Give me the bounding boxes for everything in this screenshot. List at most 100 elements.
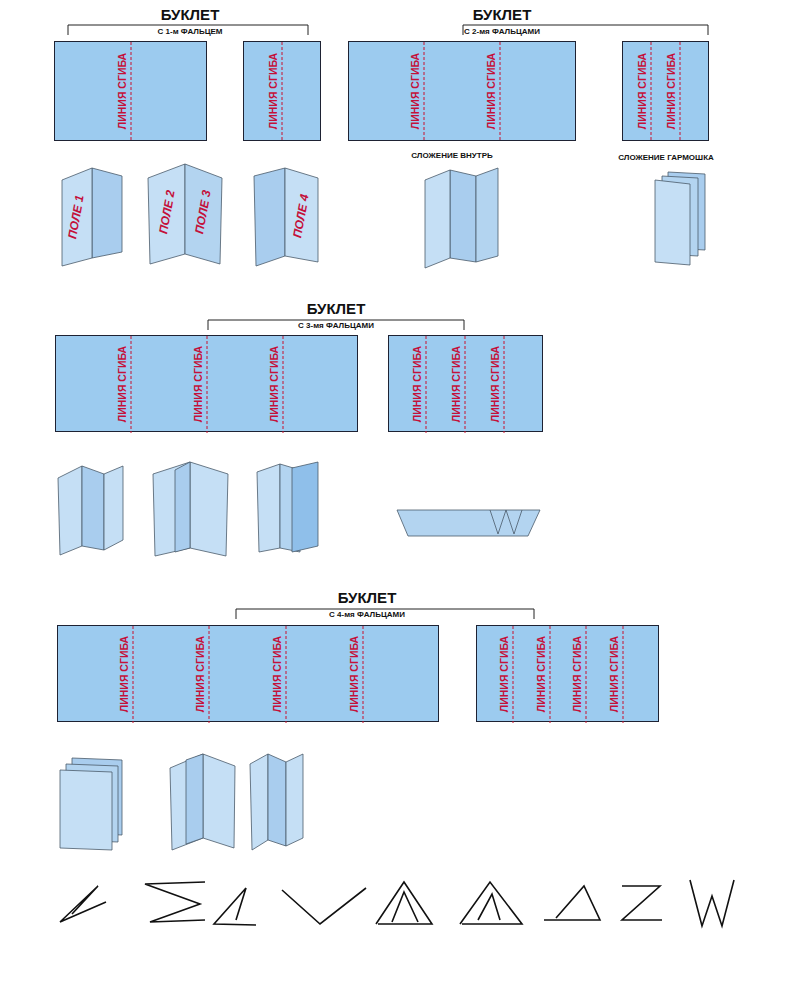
fold-line — [207, 336, 208, 433]
fold-line — [651, 42, 652, 142]
fold-line-label: ЛИНИЯ СГИБА — [451, 345, 462, 421]
folded-leaflets-three-folds-part — [257, 464, 280, 552]
fold-line — [504, 336, 505, 433]
folded-leaflets-three-folds-part — [104, 466, 123, 550]
folded-leaflets-one-fold-part — [185, 164, 222, 264]
fold-line — [500, 42, 501, 142]
folded-leaflets-three-folds-part — [82, 466, 104, 550]
fold-profile-glyphs-part — [478, 894, 500, 920]
heading-brackets-part — [68, 25, 308, 35]
fold-line — [283, 336, 284, 433]
fold-line — [426, 336, 427, 433]
fold-line-label: ЛИНИЯ СГИБА — [193, 345, 204, 421]
fold-line-label: ЛИНИЯ СГИБА — [272, 635, 283, 711]
folded-leaflets-two-folds — [425, 168, 705, 268]
folded-leaflets-four-folds-part — [186, 754, 203, 844]
fold-line — [209, 626, 210, 723]
fold-line — [131, 42, 132, 142]
folded-leaflets-four-folds-part — [250, 754, 268, 850]
folded-leaflets-four-folds-part — [286, 754, 303, 846]
fold-line — [424, 42, 425, 142]
fold-lines — [55, 42, 208, 142]
fold-lines — [244, 42, 322, 142]
folded-leaflets-four-folds-part — [170, 754, 203, 850]
fold-caption: СЛОЖЕНИЕ ГАРМОШКА — [618, 154, 714, 162]
fold-profile-glyphs-part — [214, 888, 256, 925]
fold-line-label: ЛИНИЯ СГИБА — [117, 53, 128, 129]
flat-sheet: ЛИНИЯ СГИБА ЛИНИЯ СГИБА — [622, 41, 709, 141]
fold-line-label: ЛИНИЯ СГИБА — [268, 53, 279, 129]
fold-lines — [56, 336, 359, 433]
fold-line — [363, 626, 364, 723]
folded-leaflets-two-folds-part — [655, 180, 690, 265]
fold-line — [550, 626, 551, 723]
subheading: С 2-мя ФАЛЬЦАМИ — [464, 28, 540, 36]
fold-line-label: ЛИНИЯ СГИБА — [536, 635, 547, 711]
fold-profile-glyphs-part — [544, 886, 600, 920]
folded-leaflets-one-fold-part — [62, 168, 92, 266]
fold-line-label: ЛИНИЯ СГИБА — [117, 345, 128, 421]
fold-line-label: ЛИНИЯ СГИБА — [572, 635, 583, 711]
fold-line-label: ЛИНИЯ СГИБА — [486, 53, 497, 129]
fold-line-label: ЛИНИЯ СГИБА — [269, 345, 280, 421]
folded-leaflets-one-fold-part — [285, 168, 318, 262]
fold-line-label: ЛИНИЯ СГИБА — [412, 345, 423, 421]
flat-sheet: ЛИНИЯ СГИБА ЛИНИЯ СГИБА ЛИНИЯ СГИБА — [55, 335, 358, 432]
folded-leaflets-four-folds-part — [203, 754, 235, 848]
fold-profile-glyphs-part — [690, 880, 734, 926]
fold-line — [131, 336, 132, 433]
folded-leaflets-one-fold-part — [148, 164, 185, 264]
flat-sheet: ЛИНИЯ СГИБА ЛИНИЯ СГИБА — [348, 41, 576, 141]
folded-leaflets-three-folds-part — [397, 510, 540, 536]
heading: БУКЛЕТ — [307, 301, 366, 316]
fold-profile-glyphs-part — [460, 882, 522, 924]
heading: БУКЛЕТ — [473, 7, 532, 22]
heading-brackets-part — [463, 25, 708, 35]
folded-leaflets-three-folds-part — [490, 510, 522, 534]
fold-line — [586, 626, 587, 723]
fold-line — [133, 626, 134, 723]
folded-leaflets-four-folds-part — [268, 754, 286, 846]
fold-line-label: ЛИНИЯ СГИБА — [609, 635, 620, 711]
folded-leaflets-one-fold-part — [92, 168, 122, 258]
fold-line-label: ЛИНИЯ СГИБА — [637, 53, 648, 129]
flat-sheet: ЛИНИЯ СГИБА ЛИНИЯ СГИБА ЛИНИЯ СГИБА ЛИНИЯ С… — [476, 625, 659, 722]
fold-line-label: ЛИНИЯ СГИБА — [410, 53, 421, 129]
folded-leaflets-three-folds-part — [292, 462, 318, 552]
heading-brackets-part — [236, 609, 534, 619]
folded-leaflets-four-folds-part — [60, 770, 112, 850]
fold-line-label: ЛИНИЯ СГИБА — [119, 635, 130, 711]
subheading: С 1-м ФАЛЬЦЕМ — [158, 28, 223, 36]
folded-leaflets-two-folds-part — [476, 168, 498, 262]
fold-line-label: ЛИНИЯ СГИБА — [499, 635, 510, 711]
flat-sheet: ЛИНИЯ СГИБА ЛИНИЯ СГИБА ЛИНИЯ СГИБА ЛИНИЯ С… — [57, 625, 439, 722]
fold-caption: СЛОЖЕНИЕ ВНУТРЬ — [411, 152, 492, 160]
folded-leaflets-four-folds — [60, 754, 303, 850]
fold-line-label: ЛИНИЯ СГИБА — [666, 53, 677, 129]
fold-line — [513, 626, 514, 723]
flat-sheet: ЛИНИЯ СГИБА — [54, 41, 207, 141]
folded-leaflets-three-folds-part — [175, 462, 190, 552]
fold-profile-glyphs-part — [376, 882, 432, 924]
fold-line-label: ЛИНИЯ СГИБА — [195, 635, 206, 711]
fold-profile-glyphs-part — [60, 886, 106, 922]
folded-leaflets-two-folds-part — [450, 170, 476, 262]
flat-sheet: ЛИНИЯ СГИБА — [243, 41, 321, 141]
fold-lines — [58, 626, 440, 723]
folded-leaflets-three-folds-part — [58, 466, 82, 555]
heading: БУКЛЕТ — [161, 7, 220, 22]
fold-line — [282, 42, 283, 142]
fold-line-label: ЛИНИЯ СГИБА — [349, 635, 360, 711]
folded-leaflets-three-folds — [58, 462, 540, 556]
heading: БУКЛЕТ — [338, 590, 397, 605]
folded-leaflets-one-fold — [62, 164, 318, 266]
fold-line — [465, 336, 466, 433]
folded-leaflets-three-folds-part — [153, 462, 190, 556]
heading-brackets-part — [208, 320, 464, 330]
fold-profile-glyphs-part — [392, 892, 418, 922]
fold-line — [623, 626, 624, 723]
fold-line — [286, 626, 287, 723]
fold-line — [680, 42, 681, 142]
